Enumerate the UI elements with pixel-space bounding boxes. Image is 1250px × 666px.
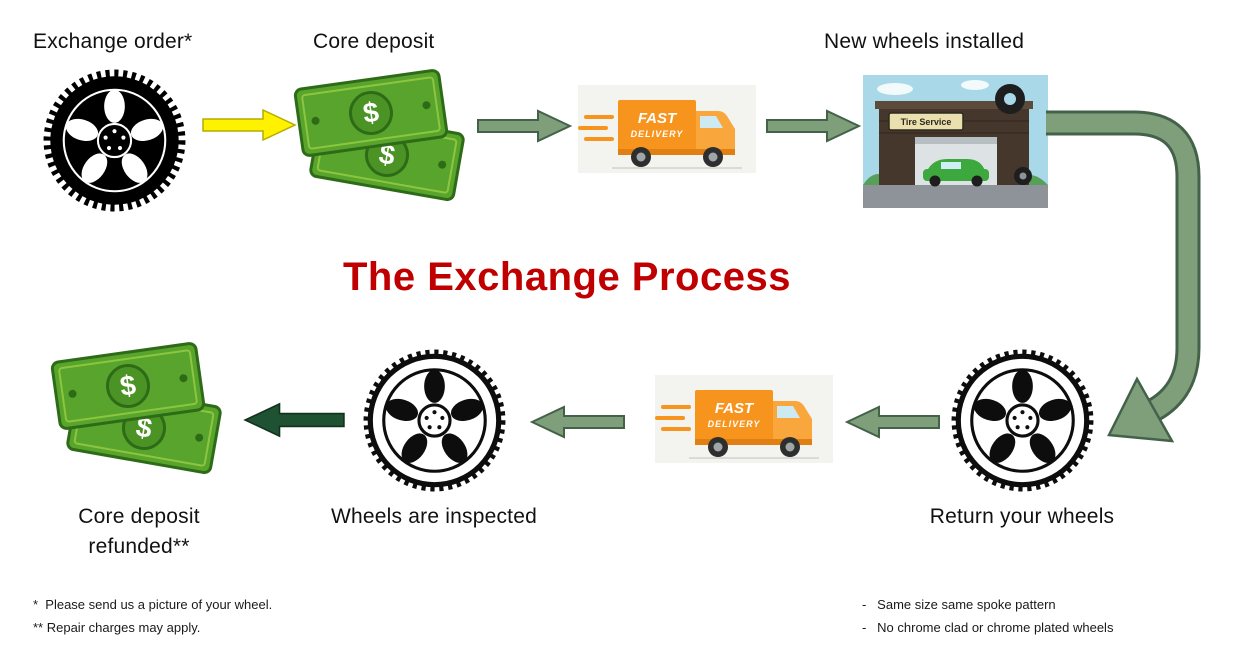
yellow-arrow-right-icon: [202, 108, 297, 142]
page-title: The Exchange Process: [343, 255, 791, 299]
truck-delivery-text: DELIVERY: [631, 129, 684, 139]
delivery-truck-icon: FAST DELIVERY: [578, 85, 756, 173]
green-arrow-right-icon: [766, 109, 861, 143]
inspected-wheel-icon: [363, 349, 506, 492]
label-wheels-are-inspected: Wheels are inspected: [331, 505, 537, 528]
shop-sign-text: Tire Service: [901, 117, 952, 127]
green-arrow-left-icon: [845, 405, 940, 439]
green-arrow-right-icon: [477, 109, 572, 143]
label-return-your-wheels: Return your wheels: [929, 505, 1115, 528]
money-refund-icon: $ $: [49, 341, 227, 476]
label-new-wheels-installed: New wheels installed: [824, 30, 1025, 53]
footnote-no-chrome: - No chrome clad or chrome plated wheels: [862, 620, 1114, 635]
label-exchange-order: Exchange order*: [33, 30, 193, 53]
black-wheel-icon: [43, 69, 186, 212]
footnote-repair-charges: ** Repair charges may apply.: [33, 620, 201, 635]
green-arrow-left-icon: [530, 405, 625, 439]
label-core-deposit: Core deposit: [313, 30, 435, 53]
label-core-deposit-refunded: Core deposit refunded**: [39, 505, 239, 559]
truck-delivery-text: DELIVERY: [708, 419, 761, 429]
money-icon: $ $: [292, 68, 470, 203]
curved-arrow-down-icon: [1046, 110, 1201, 443]
footnote-same-size: - Same size same spoke pattern: [862, 597, 1056, 612]
truck-fast-text: FAST: [638, 110, 678, 127]
return-wheel-icon: [951, 349, 1094, 492]
footnote-picture-of-wheel: * Please send us a picture of your wheel…: [33, 597, 273, 612]
truck-fast-text: FAST: [715, 400, 755, 417]
dark-green-arrow-left-icon: [243, 402, 345, 438]
label-core-deposit-refunded-line1: Core deposit: [78, 505, 200, 528]
tire-service-shop-icon: Tire Service: [863, 75, 1048, 208]
label-core-deposit-refunded-line2: refunded**: [88, 535, 190, 558]
delivery-truck-icon: FAST DELIVERY: [655, 375, 833, 463]
